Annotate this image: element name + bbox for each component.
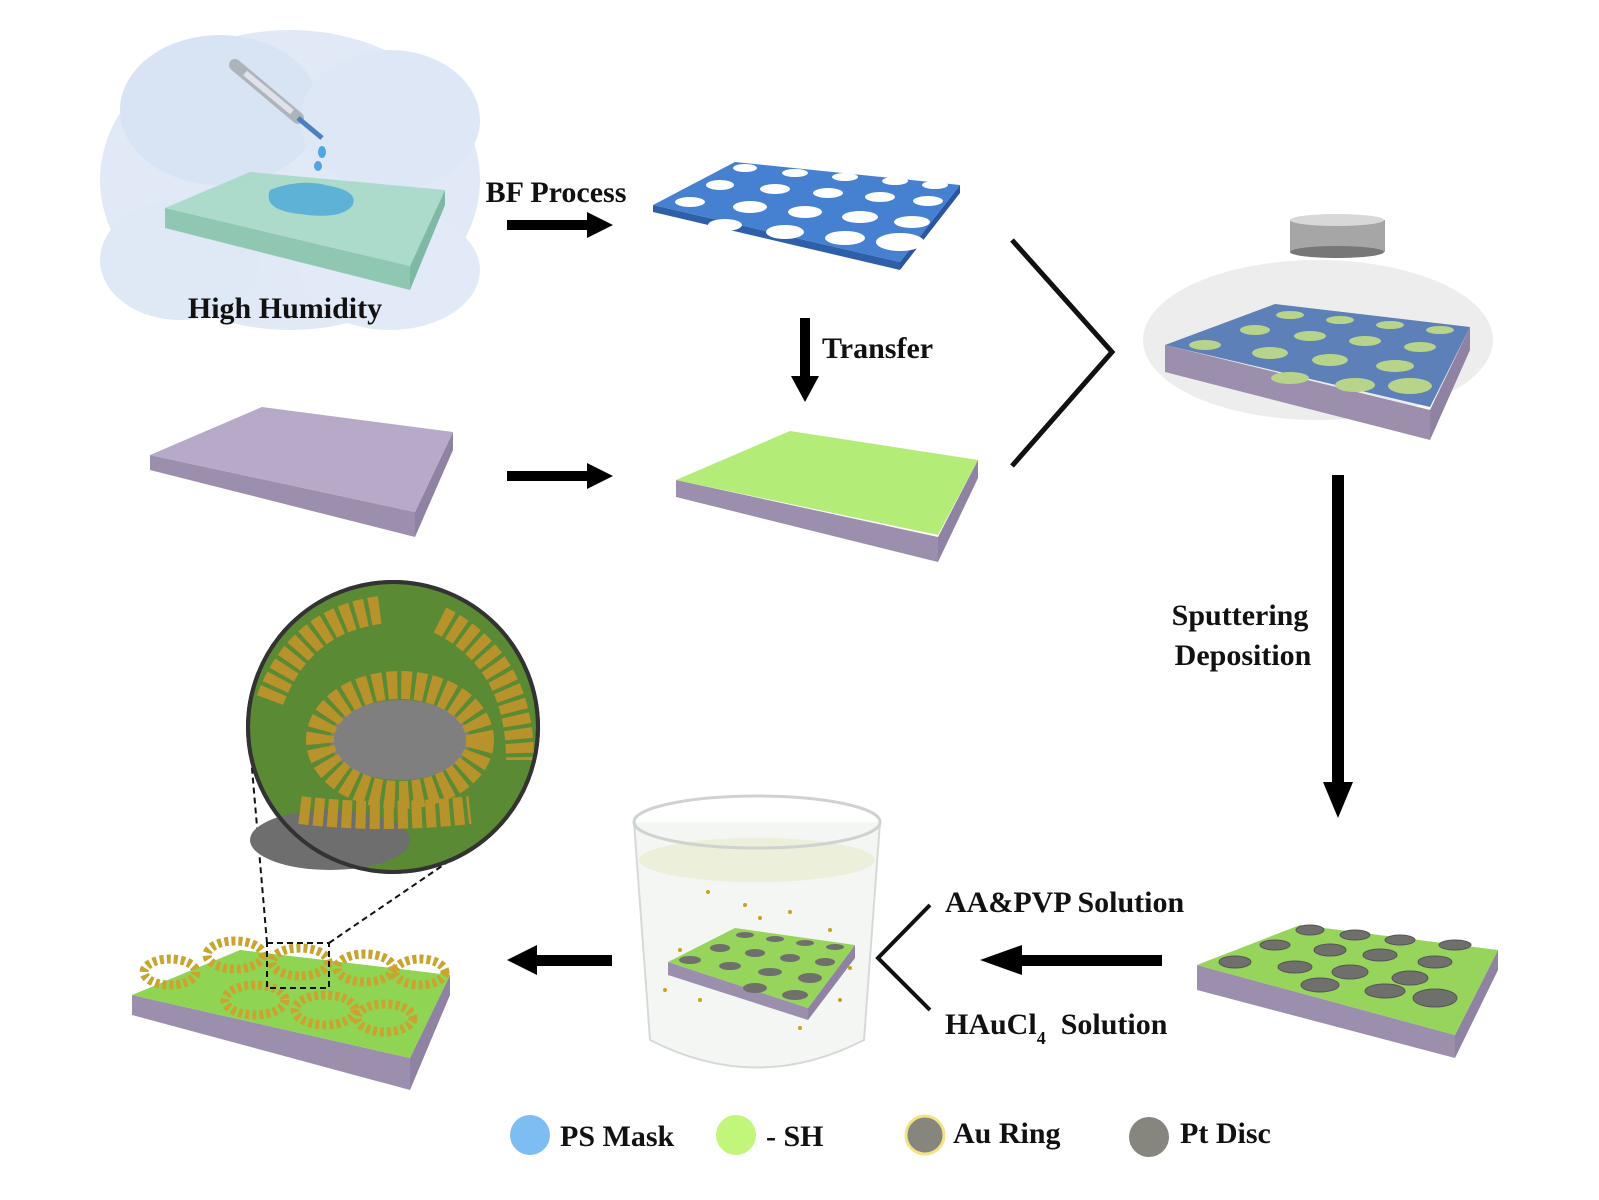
beaker-icon — [632, 794, 882, 1069]
solution-bracket — [875, 903, 932, 1012]
legend: PS Mask - SH Au Ring Pt Disc — [510, 1114, 1271, 1157]
zoom-guide-line — [249, 744, 268, 944]
au-ring-substrate — [132, 936, 450, 1090]
arrow-left-icon — [507, 945, 612, 975]
ps-mask-swatch-icon — [510, 1115, 550, 1155]
arrow-right-icon — [507, 212, 613, 238]
pt-disc-substrate — [1197, 924, 1498, 1058]
legend-label: PS Mask — [560, 1120, 675, 1153]
legend-label: Au Ring — [953, 1117, 1061, 1150]
syringe-icon — [229, 59, 326, 171]
haucl4-solution-label: HAuCl4 Solution — [945, 1008, 1168, 1048]
zoom-region-box — [266, 942, 330, 989]
sh-functionalized-substrate — [676, 431, 978, 562]
legend-item-au-ring: Au Ring — [904, 1114, 1061, 1156]
legend-label: Pt Disc — [1180, 1117, 1271, 1150]
arrow-right-icon — [507, 463, 613, 489]
legend-item-pt-disc: Pt Disc — [1129, 1117, 1271, 1157]
magnified-au-ring-inset — [246, 580, 540, 874]
merge-bracket — [1010, 238, 1116, 468]
pt-disc-swatch-icon — [1129, 1117, 1169, 1157]
legend-item-sh: - SH — [716, 1115, 824, 1155]
deposition-label: Deposition — [1175, 639, 1312, 672]
sh-swatch-icon — [716, 1115, 756, 1155]
aa-pvp-solution-label: AA&PVP Solution — [945, 886, 1185, 919]
masked-substrate — [1143, 260, 1493, 440]
sputtering-label: Sputtering — [1172, 599, 1309, 632]
glass-substrate — [165, 172, 445, 290]
bf-process-label: BF Process — [486, 176, 627, 209]
legend-label: - SH — [766, 1120, 824, 1153]
arrow-left-icon — [980, 945, 1162, 975]
water-droplet — [268, 182, 354, 216]
sputter-target-icon — [1290, 214, 1385, 258]
arrow-down-icon — [1323, 475, 1353, 818]
au-ring-swatch-icon — [904, 1114, 946, 1156]
arrow-down-icon — [791, 318, 819, 402]
transfer-label: Transfer — [822, 332, 933, 365]
bare-substrate — [150, 407, 453, 537]
ps-mask — [653, 162, 960, 270]
high-humidity-label: High Humidity — [188, 292, 382, 325]
legend-item-ps-mask: PS Mask — [510, 1115, 675, 1155]
